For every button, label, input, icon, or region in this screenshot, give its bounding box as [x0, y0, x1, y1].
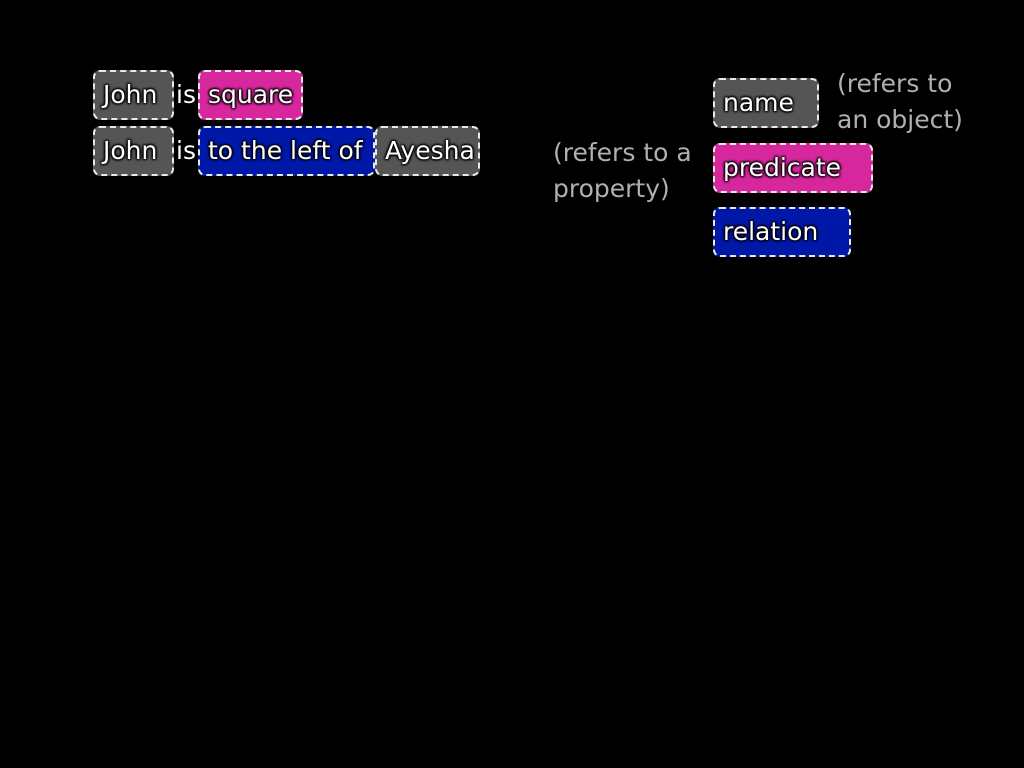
legend-name-note-line-2: an object) — [837, 105, 963, 134]
name-chip: John — [93, 70, 174, 120]
legend-predicate-note-line-2: property) — [553, 174, 670, 203]
legend-predicate-chip: predicate — [713, 143, 873, 193]
legend-name-note-line-1: (refers to — [837, 69, 953, 98]
copula-word: is — [176, 80, 196, 109]
name-chip: Ayesha — [375, 126, 480, 176]
predicate-chip: square — [198, 70, 303, 120]
relation-chip: to the left of — [198, 126, 375, 176]
legend-predicate-note-line-1: (refers to a — [553, 138, 692, 167]
legend-name-chip: name — [713, 78, 819, 128]
legend-relation-chip: relation — [713, 207, 851, 257]
name-chip: John — [93, 126, 174, 176]
copula-word: is — [176, 136, 196, 165]
